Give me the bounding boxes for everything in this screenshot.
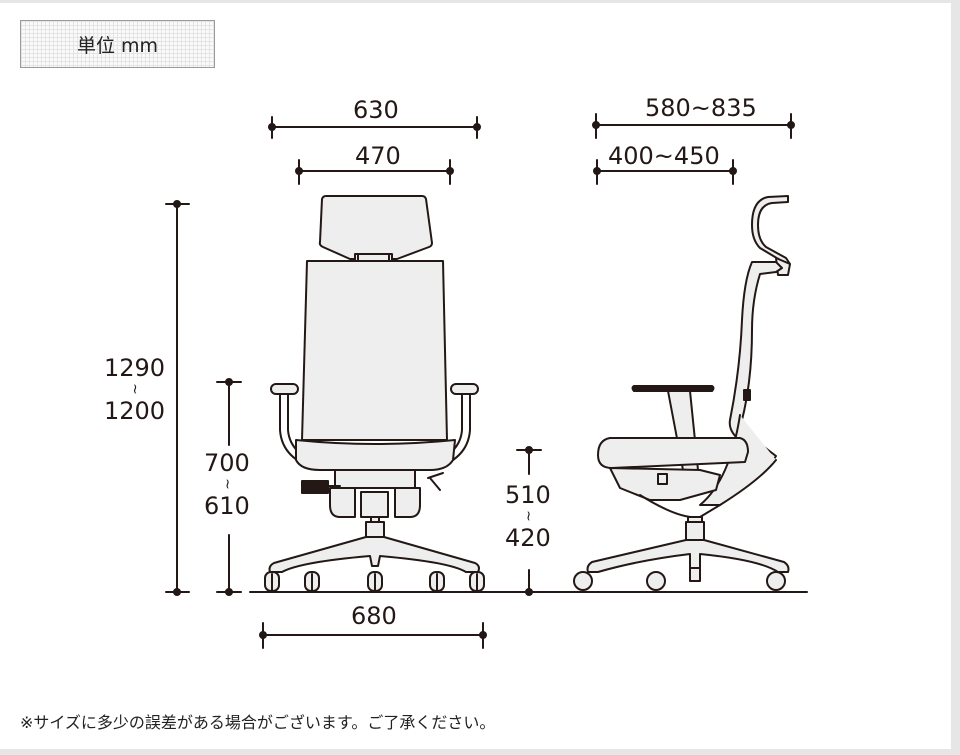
side-casters: [573, 571, 786, 591]
front-seat: [295, 439, 456, 471]
side-armrest: [631, 385, 715, 392]
dim-line-400-450: [593, 159, 737, 185]
total-height-sep: ~: [126, 383, 143, 395]
dim-label-back-width: 470: [355, 142, 401, 170]
dim-label-overall-depth: 580~835: [645, 94, 757, 122]
seat-height-max: 510: [505, 481, 551, 509]
side-view-chair: [573, 195, 791, 591]
armrest-height-max: 700: [204, 449, 250, 477]
dim-label-seat-depth: 400~450: [608, 142, 720, 170]
seat-height-min: 420: [505, 524, 551, 552]
total-height-max: 1290: [104, 354, 166, 382]
front-view-chair: [264, 195, 485, 592]
dim-line-total-height: [165, 200, 190, 596]
unit-label-box: 単位 mm: [20, 20, 215, 68]
dim-label-seat-height: 510 ~ 420: [505, 483, 551, 550]
dim-label-base-width: 680: [351, 602, 397, 630]
armrest-height-sep: ~: [218, 478, 235, 490]
unit-label: 単位 mm: [76, 34, 159, 57]
seat-height-sep: ~: [519, 510, 536, 522]
side-headrest: [751, 195, 791, 265]
dim-line-580-835: [592, 113, 795, 139]
front-backrest: [301, 260, 448, 441]
total-height-min: 1200: [104, 397, 166, 425]
armrest-height-min: 610: [204, 492, 250, 520]
dim-line-680: [259, 622, 487, 649]
dim-label-armrest-height: 700 ~ 610: [204, 451, 250, 518]
front-headrest: [318, 195, 433, 260]
side-base: [586, 539, 790, 573]
dim-label-overall-width: 630: [353, 96, 399, 124]
dim-line-470: [295, 159, 454, 185]
front-base: [268, 536, 480, 573]
disclaimer-note: ※サイズに多少の誤差がある場合がございます。ご了承ください。: [20, 713, 496, 732]
dim-line-armrest-height: [216, 378, 242, 596]
dim-line-630: [268, 116, 481, 139]
side-seat: [597, 437, 749, 469]
front-casters: [264, 571, 485, 592]
dim-label-total-height: 1290 ~ 1200: [104, 356, 165, 423]
